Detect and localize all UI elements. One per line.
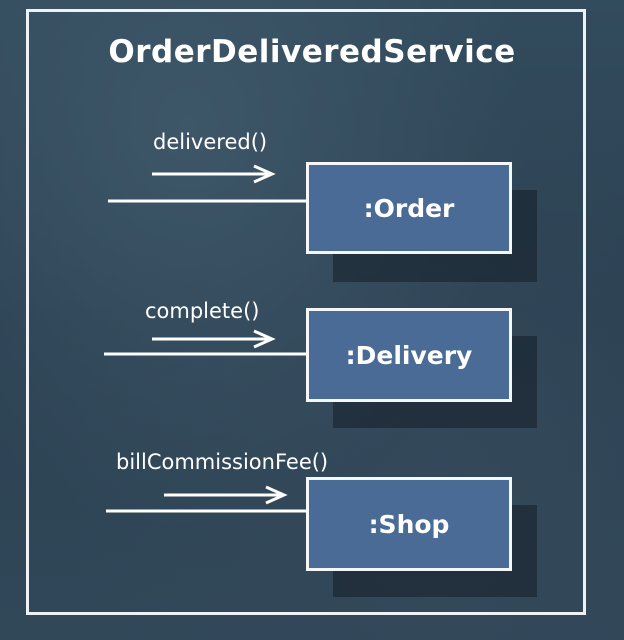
lifeline-order [108,199,308,203]
message-complete: complete() [145,299,260,323]
diagram-title: OrderDeliveredService [108,34,516,70]
object-shop: :Shop [306,477,512,571]
object-order: :Order [306,162,512,254]
service-frame [26,9,586,615]
lifeline-shop [106,509,308,513]
object-label-shop: :Shop [368,509,450,539]
message-arrow-delivered [152,164,276,184]
message-arrow-billcommissionfee [164,485,288,505]
lifeline-delivery [104,352,308,356]
message-arrow-complete [152,329,276,349]
object-label-order: :Order [363,193,455,223]
object-delivery: :Delivery [306,308,512,402]
object-label-delivery: :Delivery [345,340,473,370]
message-billcommissionfee: billCommissionFee() [116,450,329,474]
message-delivered: delivered() [153,130,268,154]
